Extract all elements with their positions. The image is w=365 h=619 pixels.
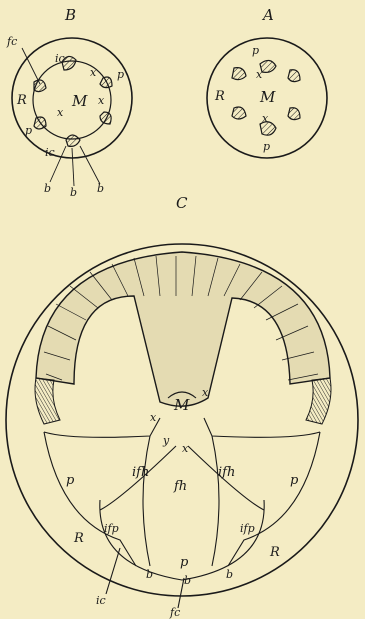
figure-a-blob xyxy=(232,107,246,119)
figure-c-left-hatched xyxy=(35,378,60,424)
figure-b-caption: B xyxy=(64,6,76,24)
label-x: x xyxy=(182,442,189,455)
label-r: R xyxy=(214,89,225,104)
label-x: x xyxy=(256,68,263,81)
figure-b-blob xyxy=(34,80,46,92)
label-m: M xyxy=(71,92,88,110)
label-b: b xyxy=(97,182,104,195)
label-ifp: ifp xyxy=(240,522,255,535)
label-r: R xyxy=(16,93,27,108)
label-ic: ic xyxy=(55,52,65,65)
figure-b-blob xyxy=(34,117,46,129)
label-fh: fh xyxy=(173,479,187,494)
label-p: p xyxy=(66,473,75,488)
figure-b-blob xyxy=(100,112,111,124)
label-p: p xyxy=(263,140,270,153)
figure-b-blob xyxy=(66,135,80,146)
label-x: x xyxy=(202,386,209,399)
label-ifh: ifh xyxy=(218,465,235,480)
figure-a-blob xyxy=(260,60,276,72)
label-x: x xyxy=(262,112,269,125)
label-p: p xyxy=(25,124,32,137)
label-p: p xyxy=(290,473,299,488)
figure-c-right-hatched xyxy=(306,378,331,424)
figure-a-blob xyxy=(232,68,246,80)
label-fc: fc xyxy=(6,35,17,48)
label-ifh: ifh xyxy=(132,465,149,480)
label-b: b xyxy=(70,186,77,199)
label-x: x xyxy=(90,66,97,79)
label-ic: ic xyxy=(45,146,55,159)
figure-a-caption: A xyxy=(261,6,274,24)
label-ic: ic xyxy=(96,594,106,607)
figure-a-blob xyxy=(288,70,300,82)
figure-c-striated-band xyxy=(36,252,330,406)
label-ifp: ifp xyxy=(104,522,119,535)
label-r: R xyxy=(269,545,280,560)
label-y: y xyxy=(162,434,170,447)
figure-c-caption: C xyxy=(176,194,188,212)
label-x: x xyxy=(98,94,105,107)
figure-c: C xyxy=(6,194,358,619)
label-m: M xyxy=(173,396,190,414)
label-x: x xyxy=(150,411,157,424)
label-fc: fc xyxy=(169,606,180,619)
label-b: b xyxy=(184,574,191,587)
label-p: p xyxy=(252,44,259,57)
label-x: x xyxy=(57,106,64,119)
label-r: R xyxy=(73,531,84,546)
label-b: b xyxy=(226,568,233,581)
label-p: p xyxy=(180,555,189,570)
label-p: p xyxy=(117,68,124,81)
figure-a: A p x R M x p xyxy=(207,6,327,158)
figure-a-blob xyxy=(288,108,300,120)
label-b: b xyxy=(44,182,51,195)
label-m: M xyxy=(259,88,276,106)
figure-b: B fc ic R M x x x p p ic b b b xyxy=(6,6,132,199)
figure-b-blob xyxy=(100,77,112,88)
label-b: b xyxy=(146,568,153,581)
